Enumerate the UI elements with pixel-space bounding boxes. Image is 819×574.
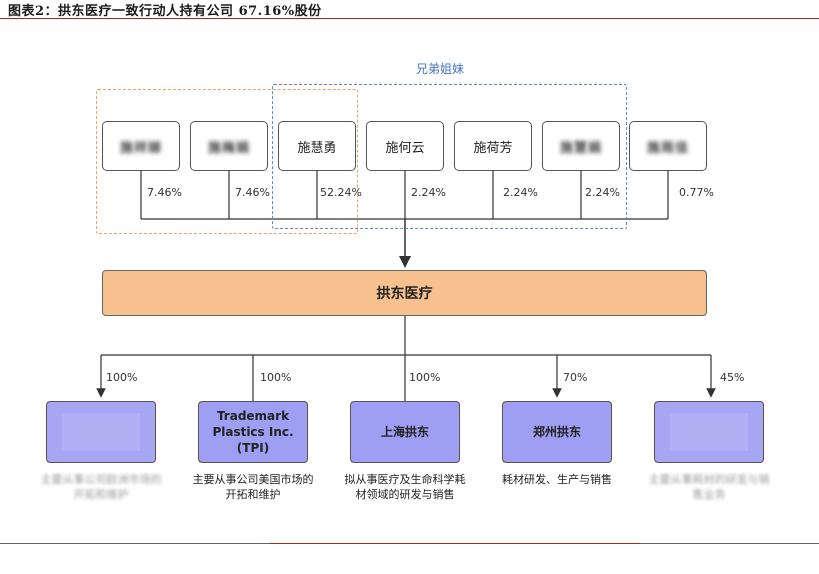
person-name: 施慧勇 [297, 140, 337, 156]
subsidiary-box: 上海拱东 [350, 401, 460, 463]
redacted-name [670, 413, 748, 451]
person-name: 施何云 [385, 140, 425, 156]
subsidiary-name: 上海拱东 [380, 424, 429, 439]
person-name: 施慧娟 [559, 140, 602, 156]
ownership-percent: 2.24% [585, 186, 620, 199]
sibling-group-label: 兄弟姐妹 [415, 62, 464, 76]
person-name: 施雨佳 [646, 140, 689, 156]
redacted-name [62, 413, 140, 451]
footer-divider-mid [270, 543, 640, 544]
subsidiary-ownership-percent: 70% [563, 371, 588, 384]
footer-divider-left [0, 543, 270, 544]
subsidiary-ownership-percent: 100% [106, 371, 138, 384]
family-group-orange-outline [96, 89, 358, 234]
ownership-percent: 0.77% [679, 186, 714, 199]
sibling-group-blue-outline [272, 84, 627, 229]
subsidiary-ownership-percent: 45% [720, 371, 745, 384]
person-box: 施荷芳 [454, 121, 532, 171]
person-box: 施祥娣 [102, 121, 180, 171]
person-name: 施梅娟 [207, 140, 250, 156]
footer-divider-right [640, 543, 819, 544]
ownership-percent: 2.24% [503, 186, 538, 199]
person-box: 施何云 [366, 121, 444, 171]
subsidiary-description: 主要从事耗材的研发与销售业务 [648, 473, 770, 501]
subsidiary-description: 主要从事公司欧洲市场的开拓和维护 [40, 473, 162, 501]
subsidiary-ownership-percent: 100% [260, 371, 292, 384]
subsidiary-description: 耗材研发、生产与销售 [502, 473, 612, 486]
ownership-percent: 52.24% [320, 186, 362, 199]
subsidiary-box: 郑州拱东 [502, 401, 612, 463]
subsidiary-description: 拟从事医疗及生命科学耗材领域的研发与销售 [344, 473, 466, 501]
subsidiary-description: 主要从事公司美国市场的开拓和维护 [192, 473, 314, 501]
ownership-percent: 2.24% [411, 186, 446, 199]
subsidiary-name: 郑州拱东 [532, 424, 581, 439]
person-name: 施荷芳 [473, 140, 513, 156]
header-divider [0, 18, 819, 19]
person-box: 施慧娟 [542, 121, 620, 171]
person-box: 施雨佳 [629, 121, 707, 171]
ownership-percent: 7.46% [235, 186, 270, 199]
figure-title: 图表2：拱东医疗一致行动人持有公司 67.16%股份 [8, 4, 322, 19]
person-box: 施慧勇 [278, 121, 356, 171]
subsidiary-box [46, 401, 156, 463]
person-name: 施祥娣 [119, 140, 162, 156]
subsidiary-name: Trademark Plastics Inc. (TPI) [212, 408, 294, 456]
subsidiary-ownership-percent: 100% [409, 371, 441, 384]
company-name: 拱东医疗 [376, 286, 433, 302]
subsidiary-box [654, 401, 764, 463]
ownership-percent: 7.46% [147, 186, 182, 199]
person-box: 施梅娟 [190, 121, 268, 171]
subsidiary-box: Trademark Plastics Inc. (TPI) [198, 401, 308, 463]
company-box: 拱东医疗 [102, 270, 707, 316]
